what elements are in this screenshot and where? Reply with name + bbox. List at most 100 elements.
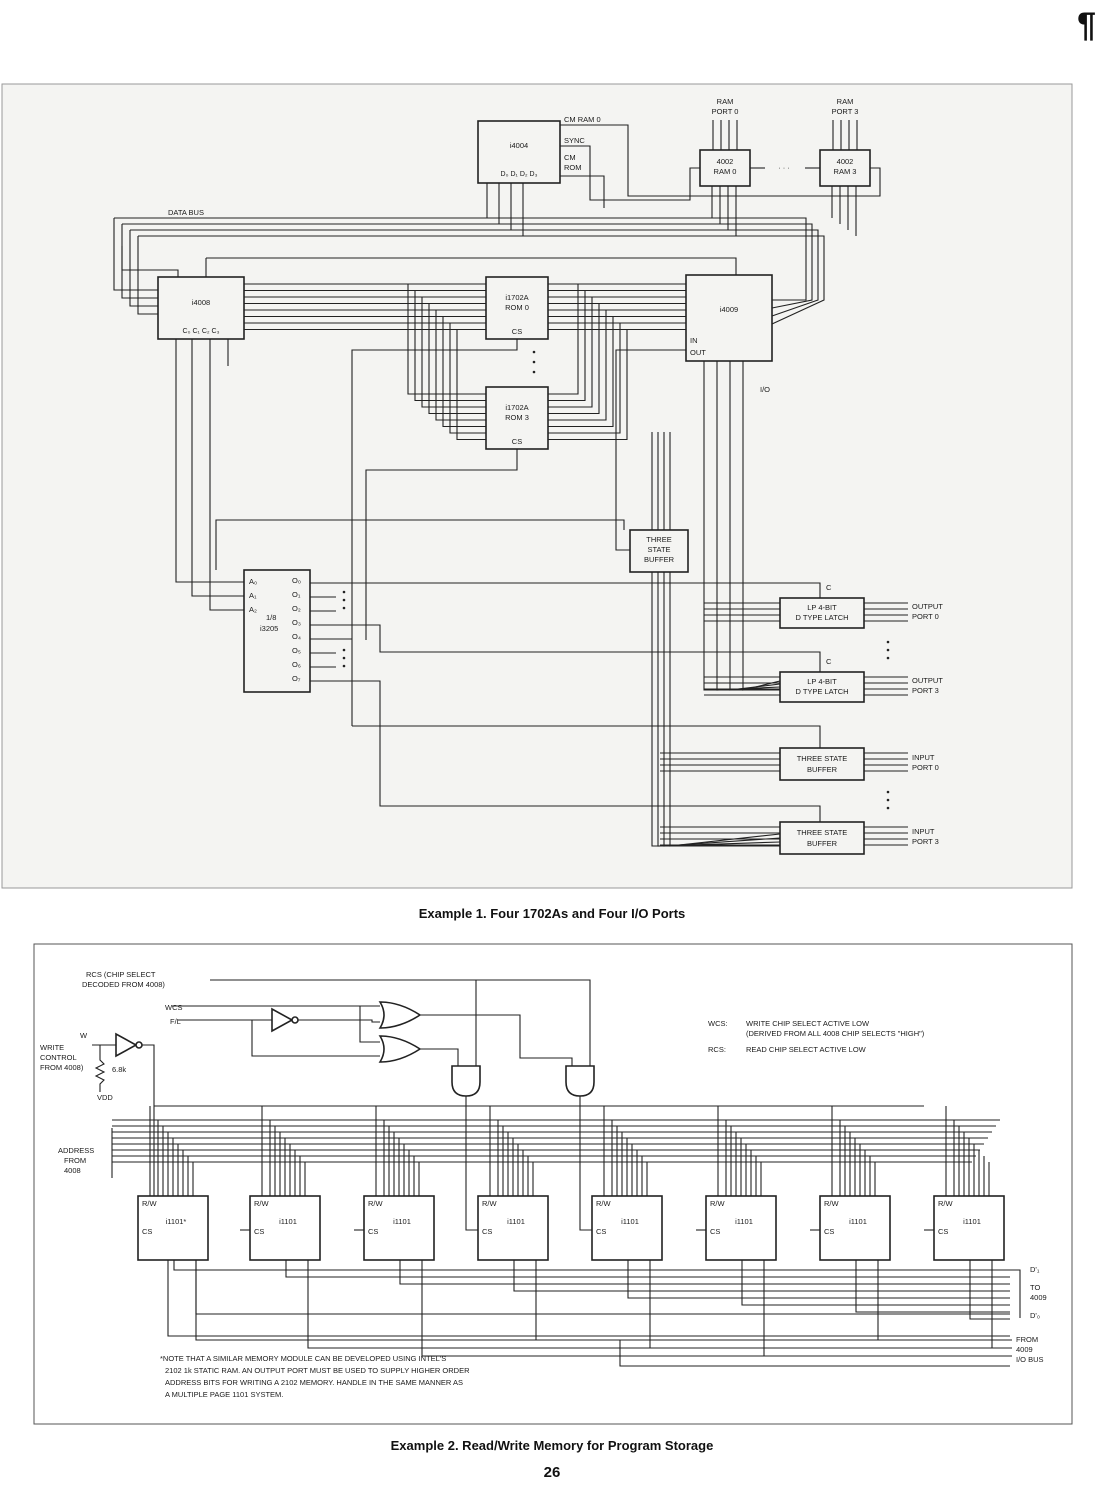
- data-in: [877, 1260, 1012, 1341]
- inbuf3-label-2: BUFFER: [807, 839, 838, 848]
- buffer-to-input: [663, 572, 781, 847]
- w-label: W: [80, 1031, 88, 1040]
- i1101-chip: [591, 1195, 663, 1261]
- out-port0-label-1: OUTPUT: [912, 602, 943, 611]
- rcs-line: [210, 979, 477, 1066]
- cs-pin-label: CS: [824, 1227, 834, 1236]
- legend-wcs-text-2: (DERIVED FROM ALL 4008 CHIP SELECTS "HIG…: [746, 1029, 925, 1038]
- c0-line: [175, 339, 244, 583]
- address-label-1: ADDRESS: [58, 1146, 94, 1155]
- data-in: [195, 1260, 1012, 1341]
- sync-line: [560, 145, 700, 201]
- input-buffer-0: [779, 747, 865, 781]
- data-bus-to-i4008: [129, 230, 158, 307]
- data-bus-to-i4008: [113, 218, 158, 291]
- data-bus-to-i4008: [137, 236, 158, 315]
- cs-pin-label: CS: [482, 1227, 492, 1236]
- data-out: [285, 1260, 1010, 1278]
- data-out: [399, 1260, 1010, 1285]
- d0-label: D'₀: [1030, 1311, 1040, 1320]
- decoder-a1: A₁: [249, 591, 257, 600]
- cs-rom0: [351, 339, 518, 726]
- example1-caption: Example 1. Four 1702As and Four I/O Port…: [418, 906, 686, 921]
- out-to-buffer: [615, 349, 686, 551]
- io-label: I/O: [760, 385, 770, 394]
- or2-out: [420, 1048, 459, 1066]
- latch3-c: C: [826, 657, 832, 666]
- data-bus-to-i4009: [511, 229, 819, 317]
- from-4009-label: 4009: [1016, 1345, 1033, 1354]
- latch3-label-1: LP 4-BIT: [807, 677, 837, 686]
- io-line: [729, 361, 781, 691]
- cm-rom-line: [560, 175, 605, 208]
- rw-pin-label: R/W: [710, 1199, 726, 1208]
- w-buffer: [115, 1032, 138, 1058]
- data-out: [855, 1260, 1010, 1313]
- out-port3-label-1: OUTPUT: [912, 676, 943, 685]
- and-gate-2: [565, 1065, 595, 1097]
- rom3-to-i4009: [548, 290, 586, 402]
- out-port0-label-2: PORT 0: [912, 612, 939, 621]
- rw-line: [138, 1044, 155, 1217]
- io-line: [703, 361, 780, 691]
- example2-chips: [137, 1195, 1005, 1261]
- decoder-out-7: O₇: [292, 674, 301, 683]
- ram-port0-label-1: RAM: [717, 97, 734, 106]
- ram3-label-2: RAM 3: [834, 167, 857, 176]
- rom3-cs: CS: [512, 437, 522, 446]
- page-number: 26: [543, 1464, 561, 1481]
- chip-label: i1101: [393, 1217, 411, 1226]
- chip-label: i1101: [849, 1217, 867, 1226]
- legend-wcs-key: WCS:: [708, 1019, 728, 1028]
- address-line-rom3: [442, 316, 486, 428]
- data-bus-to-i4009: [523, 235, 825, 325]
- rom3-chip: [485, 386, 549, 450]
- note-line-3: ADDRESS BITS FOR WRITING A 2102 MEMORY. …: [165, 1378, 463, 1387]
- address-label-3: 4008: [64, 1166, 81, 1175]
- decoder-name: i3205: [260, 624, 278, 633]
- i1101-chip: [705, 1195, 777, 1261]
- i4008-pins: C₀ C₁ C₂ C₃: [183, 328, 220, 335]
- dec-to-inbuf0: [352, 725, 821, 748]
- fl-inv-out: [298, 1019, 380, 1023]
- address-line-rom3: [421, 297, 486, 408]
- chip-label: i1101*: [166, 1217, 187, 1226]
- ram0-chip: [699, 149, 751, 187]
- example2-wiring: [92, 979, 1021, 1367]
- address-line-rom3: [407, 284, 486, 395]
- rom3-label-2: ROM 3: [505, 413, 529, 422]
- ram-port3-label-2: PORT 3: [832, 107, 859, 116]
- example1-ellipsis-dots: [342, 350, 890, 810]
- fl-branch: [251, 1020, 380, 1057]
- example1-wiring: [113, 120, 908, 847]
- wcs-label: WCS: [165, 1003, 183, 1012]
- data-out: [741, 1260, 1010, 1306]
- note-line-1: *NOTE THAT A SIMILAR MEMORY MODULE CAN B…: [160, 1354, 446, 1363]
- d1-label: D'₁: [1030, 1265, 1040, 1274]
- rcs-label-1: RCS (CHIP SELECT: [86, 970, 156, 979]
- sync-label: SYNC: [564, 136, 585, 145]
- latch0-c: C: [826, 583, 832, 592]
- legend-rcs-key: RCS:: [708, 1045, 726, 1054]
- output-latch-3: [779, 671, 865, 703]
- w-buffer-bubble: [135, 1041, 143, 1049]
- data-out: [513, 1260, 1010, 1292]
- in-port3-label-2: PORT 3: [912, 837, 939, 846]
- write-label-3: FROM 4008): [40, 1063, 84, 1072]
- chip-label: i1101: [963, 1217, 981, 1226]
- ellipsis-dot: [342, 590, 346, 594]
- in-port0-label-2: PORT 0: [912, 763, 939, 772]
- decoder-a0: A₀: [249, 577, 257, 586]
- rw-pin-label: R/W: [596, 1199, 612, 1208]
- rcs-label-2: DECODED FROM 4008): [82, 980, 165, 989]
- data-out: [627, 1260, 1010, 1299]
- address-line-rom3: [428, 303, 486, 415]
- address-line-rom3: [456, 329, 486, 441]
- chip-label: i1101: [279, 1217, 297, 1226]
- bus-aux: [121, 246, 179, 277]
- note-line-4: A MULTIPLE PAGE 1101 SYSTEM.: [165, 1390, 283, 1399]
- ellipsis-dot: [532, 350, 536, 354]
- rw-pin-label: R/W: [142, 1199, 158, 1208]
- i4008-chip: [157, 276, 245, 340]
- rw-pin-label: R/W: [938, 1199, 954, 1208]
